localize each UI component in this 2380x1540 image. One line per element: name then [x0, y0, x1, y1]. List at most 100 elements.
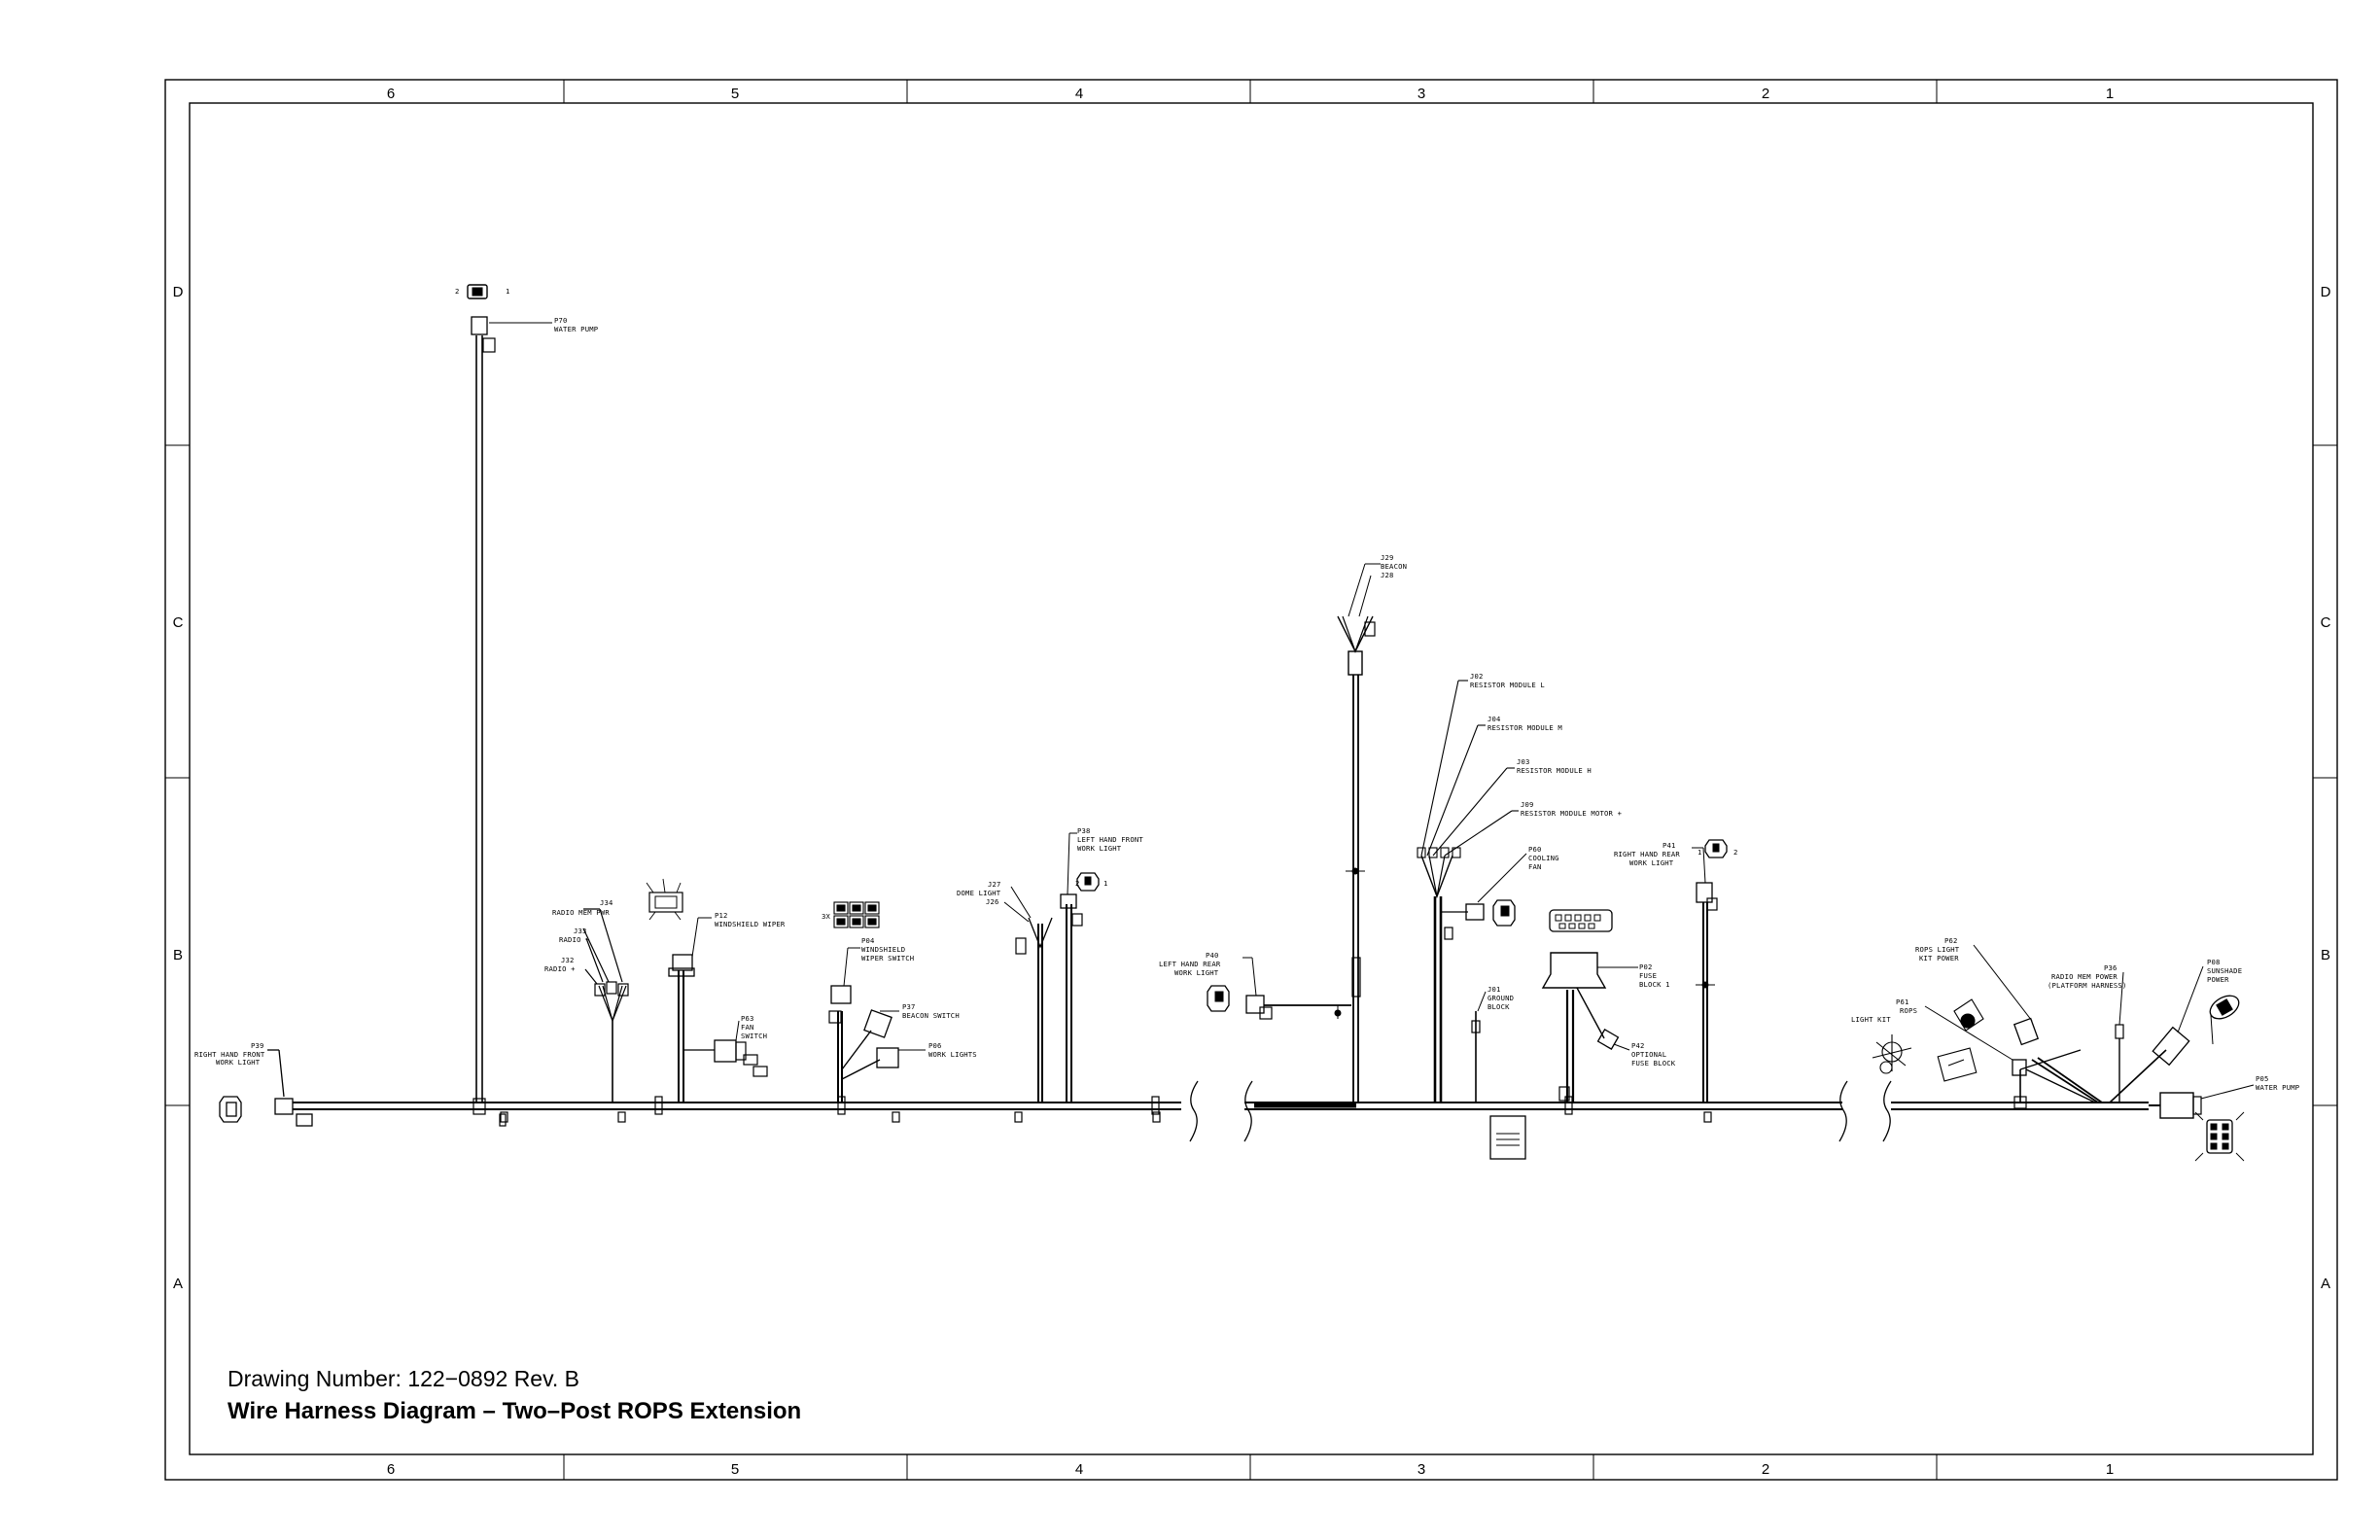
label-j09: J09 [1521, 800, 1534, 809]
label-p04: P04 [861, 936, 875, 945]
label-j29: J29 [1381, 553, 1394, 562]
label-pin: 1 [1103, 879, 1108, 888]
label-pin: 2 [455, 287, 460, 296]
branch-beacon [1337, 563, 1381, 1102]
label-j34-desc: RADIO MEM PWR [552, 908, 610, 917]
label-j27-desc: DOME LIGHT [957, 889, 1001, 897]
label-j32: J32 [561, 956, 575, 964]
branch-radio [582, 908, 629, 1102]
label-p41-desc: RIGHT HAND REAR [1614, 850, 1680, 858]
branch-p70 [467, 284, 552, 1127]
label-j03-desc: RESISTOR MODULE H [1517, 766, 1592, 775]
branch-rops [1872, 944, 2255, 1162]
label-p42-desc: OPTIONAL [1631, 1050, 1666, 1059]
label-p42-desc: FUSE BLOCK [1631, 1059, 1676, 1068]
label-p02-desc: FUSE [1639, 971, 1657, 980]
column-label: 3 [1418, 1461, 1425, 1478]
label-p62-desc: ROPS LIGHT [1915, 945, 1960, 954]
label-j32-desc: RADIO + [544, 964, 576, 973]
label-qty: 3X [822, 912, 831, 921]
row-label: D [173, 284, 184, 300]
branch-j01 [1471, 991, 1526, 1160]
label-p36-desc: RADIO MEM POWER [2051, 972, 2118, 981]
column-label: 5 [731, 86, 739, 102]
label-p40: P40 [1206, 951, 1219, 960]
label-p05-desc: WATER PUMP [2256, 1083, 2299, 1092]
label-j01-desc: GROUND [1488, 994, 1514, 1002]
branch-p40 [1207, 957, 1351, 1020]
column-label: 4 [1075, 86, 1083, 102]
branch-dome-light [1003, 886, 1053, 1102]
label-p41-desc: WORK LIGHT [1629, 858, 1674, 867]
drawing-title: Wire Harness Diagram – Two–Post ROPS Ext… [228, 1398, 802, 1424]
branch-resistor-modules [1417, 680, 1527, 1102]
label-p63-desc: FAN [741, 1023, 754, 1032]
drawing-frame [164, 79, 2338, 1481]
row-label: A [173, 1276, 183, 1292]
label-p62-desc: KIT POWER [1919, 954, 1959, 962]
branch-p41 [1692, 839, 1728, 1102]
label-j03: J03 [1517, 757, 1530, 766]
label-j04: J04 [1488, 715, 1501, 723]
column-label: 4 [1075, 1461, 1083, 1478]
label-p60: P60 [1528, 845, 1542, 854]
column-label: 3 [1418, 86, 1425, 102]
column-label: 6 [387, 1461, 395, 1478]
label-p63: P63 [741, 1014, 754, 1023]
label-p12-desc: WINDSHIELD WIPER [715, 920, 786, 928]
column-labels-bottom: 6 5 4 3 2 1 [387, 1461, 2114, 1478]
label-p40-desc: WORK LIGHT [1174, 968, 1219, 977]
label-j33-desc: RADIO − [559, 935, 590, 944]
label-p02-desc: BLOCK 1 [1639, 980, 1670, 989]
label-p12: P12 [715, 911, 728, 920]
drawing-number: Drawing Number: 122−0892 Rev. B [228, 1366, 580, 1391]
label-p42: P42 [1631, 1041, 1645, 1050]
label-p39-desc: RIGHT HAND FRONT [194, 1050, 265, 1059]
branch-p12 [646, 878, 768, 1102]
label-p38-desc: LEFT HAND FRONT [1077, 835, 1143, 844]
label-j04-desc: RESISTOR MODULE M [1488, 723, 1562, 732]
label-p61: P61 [1896, 998, 1909, 1006]
label-p37: P37 [902, 1002, 916, 1011]
label-j26: J26 [986, 897, 999, 906]
label-j09-desc: RESISTOR MODULE MOTOR + [1521, 809, 1623, 818]
label-p36: P36 [2104, 963, 2118, 972]
label-j27: J27 [988, 880, 1001, 889]
branch-p38 [1060, 832, 1100, 1102]
label-p02: P02 [1639, 962, 1653, 971]
label-j34: J34 [600, 898, 613, 907]
label-pin: 1 [506, 287, 510, 296]
branch-switches [828, 901, 926, 1102]
label-p60-desc: FAN [1528, 862, 1542, 871]
main-trunk [277, 1080, 2149, 1142]
label-p08: P08 [2207, 958, 2221, 966]
column-label: 1 [2106, 1461, 2114, 1478]
label-p08-desc: POWER [2207, 975, 2229, 984]
label-p06-desc: WORK LIGHTS [928, 1050, 977, 1059]
column-label: 2 [1762, 86, 1769, 102]
label-p08-desc: SUNSHADE [2207, 966, 2242, 975]
row-label: B [173, 947, 183, 963]
label-p37-desc: BEACON SWITCH [902, 1011, 960, 1020]
label-p70: P70 [554, 316, 568, 325]
label-p39-desc: WORK LIGHT [216, 1058, 261, 1067]
label-p41: P41 [1662, 841, 1676, 850]
label-j29-desc: BEACON [1381, 562, 1407, 571]
label-p04-desc: WIPER SWITCH [861, 954, 914, 962]
row-label: C [173, 614, 184, 631]
column-label: 6 [387, 86, 395, 102]
branch-fuse-block [1541, 909, 1638, 1102]
row-labels-left: D C B A [173, 284, 184, 1292]
row-label: B [2321, 947, 2330, 963]
label-p40-desc: LEFT HAND REAR [1159, 960, 1221, 968]
column-label: 5 [731, 1461, 739, 1478]
label-j28: J28 [1381, 571, 1394, 579]
label-j02: J02 [1470, 672, 1484, 681]
label-p38-desc: WORK LIGHT [1077, 844, 1122, 853]
connector-p39 [219, 1049, 313, 1127]
column-label: 2 [1762, 1461, 1769, 1478]
label-j01-desc: BLOCK [1488, 1002, 1510, 1011]
label-p60-desc: COOLING [1528, 854, 1559, 862]
label-pin: 1 [1698, 848, 1702, 857]
label-pin: 2 [1075, 879, 1080, 888]
